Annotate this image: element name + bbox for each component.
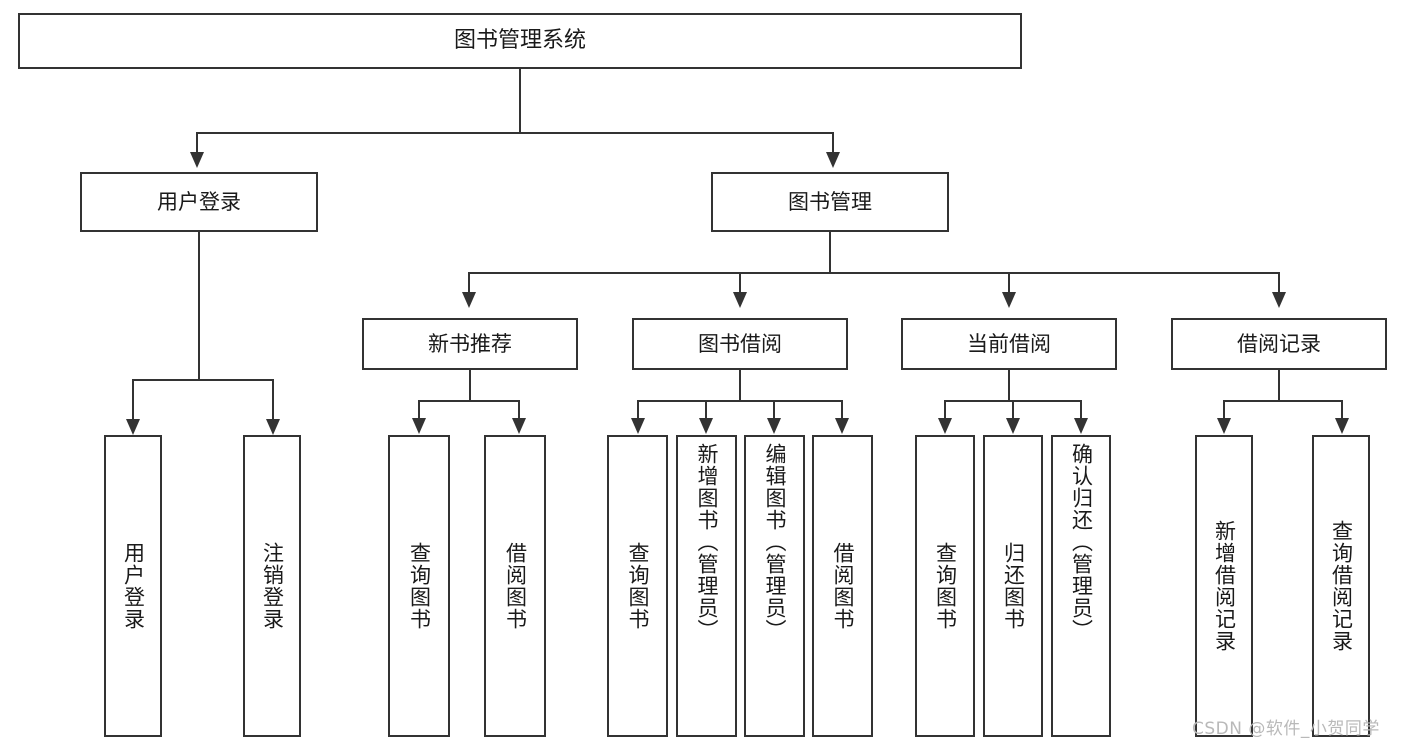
connector-current-borrow-stem: [1008, 370, 1010, 402]
arrowhead-user-login-to-leaf-2: [266, 419, 280, 435]
arrowhead-cb-to-leaf-2: [1006, 418, 1020, 434]
node-new-book-recommend[interactable]: 新书推荐: [362, 318, 578, 370]
connector-nb-to-leaf-2: [518, 400, 520, 420]
node-label: 新书推荐: [428, 331, 512, 356]
arrowhead-bb-to-leaf-1: [631, 418, 645, 434]
arrowhead-br-to-leaf-2: [1335, 418, 1349, 434]
node-book-management[interactable]: 图书管理: [711, 172, 949, 232]
node-label: 用户登录: [157, 189, 241, 214]
arrowhead-bm-to-new-book: [462, 292, 476, 308]
arrowhead-user-login-to-leaf-1: [126, 419, 140, 435]
leaf-label: 归还图书: [1001, 542, 1026, 630]
connector-root-stem: [519, 69, 521, 133]
leaf-book-borrow-query-book[interactable]: 查询图书: [607, 435, 668, 737]
arrowhead-root-to-user-login: [190, 152, 204, 168]
leaf-borrow-record-query-record[interactable]: 查询借阅记录: [1312, 435, 1370, 737]
node-label: 借阅记录: [1237, 331, 1321, 356]
connector-nb-to-leaf-1: [418, 400, 420, 420]
arrowhead-bm-to-current-borrow: [1002, 292, 1016, 308]
node-root-book-management-system[interactable]: 图书管理系统: [18, 13, 1022, 69]
connector-bm-to-new-book: [468, 272, 470, 294]
leaf-label: 查询图书: [407, 542, 432, 630]
leaf-label: 查询借阅记录: [1329, 520, 1354, 652]
leaf-label: 注销登录: [260, 542, 285, 630]
arrowhead-cb-to-leaf-1: [938, 418, 952, 434]
connector-cb-to-leaf-3: [1080, 400, 1082, 420]
leaf-label: 确认归还（管理员）: [1069, 443, 1094, 641]
connector-cb-to-leaf-1: [944, 400, 946, 420]
connector-book-management-bus: [468, 272, 1280, 274]
connector-bb-to-leaf-2: [705, 400, 707, 420]
node-label: 图书管理系统: [453, 28, 586, 54]
connector-user-login-stem: [198, 232, 200, 380]
connector-bm-to-borrow-record: [1278, 272, 1280, 294]
leaf-label: 新增借阅记录: [1212, 520, 1237, 652]
connector-br-to-leaf-2: [1341, 400, 1343, 420]
connector-bm-to-current-borrow: [1008, 272, 1010, 294]
leaf-label: 新增图书（管理员）: [695, 443, 719, 641]
leaf-book-borrow-add-book-admin[interactable]: 新增图书（管理员）: [676, 435, 737, 737]
leaf-user-login-logout[interactable]: 注销登录: [243, 435, 301, 737]
leaf-label: 查询图书: [933, 542, 958, 630]
connector-bb-to-leaf-1: [637, 400, 639, 420]
connector-borrow-record-bus: [1223, 400, 1342, 402]
arrowhead-nb-to-leaf-2: [512, 418, 526, 434]
leaf-book-borrow-edit-book-admin[interactable]: 编辑图书（管理员）: [744, 435, 805, 737]
leaf-current-borrow-confirm-return-admin[interactable]: 确认归还（管理员）: [1051, 435, 1111, 737]
arrowhead-br-to-leaf-1: [1217, 418, 1231, 434]
leaf-label: 借阅图书: [503, 542, 528, 630]
connector-user-login-to-leaf-1: [132, 379, 134, 421]
connector-book-management-stem: [829, 232, 831, 274]
leaf-borrow-record-add-record[interactable]: 新增借阅记录: [1195, 435, 1253, 737]
node-book-borrow[interactable]: 图书借阅: [632, 318, 848, 370]
arrowhead-cb-to-leaf-3: [1074, 418, 1088, 434]
leaf-current-borrow-return-book[interactable]: 归还图书: [983, 435, 1043, 737]
connector-root-bus: [196, 132, 834, 134]
node-borrow-record[interactable]: 借阅记录: [1171, 318, 1387, 370]
connector-cb-to-leaf-2: [1012, 400, 1014, 420]
connector-book-borrow-stem: [739, 370, 741, 402]
connector-bb-to-leaf-3: [773, 400, 775, 420]
leaf-label: 查询图书: [626, 542, 650, 630]
arrowhead-bm-to-borrow-record: [1272, 292, 1286, 308]
connector-borrow-record-stem: [1278, 370, 1280, 402]
leaf-label: 编辑图书（管理员）: [763, 443, 787, 641]
leaf-label: 用户登录: [121, 542, 146, 630]
arrowhead-root-to-book-management: [826, 152, 840, 168]
node-label: 图书管理: [788, 189, 872, 214]
connector-user-login-bus: [132, 379, 274, 381]
connector-new-book-stem: [469, 370, 471, 402]
leaf-user-login-login[interactable]: 用户登录: [104, 435, 162, 737]
connector-bm-to-book-borrow: [739, 272, 741, 294]
connector-book-borrow-bus: [637, 400, 842, 402]
connector-br-to-leaf-1: [1223, 400, 1225, 420]
node-label: 图书借阅: [698, 331, 782, 356]
leaf-current-borrow-query-book[interactable]: 查询图书: [915, 435, 975, 737]
arrowhead-bm-to-book-borrow: [733, 292, 747, 308]
arrowhead-bb-to-leaf-2: [699, 418, 713, 434]
connector-root-to-user-login: [196, 132, 198, 154]
arrowhead-bb-to-leaf-3: [767, 418, 781, 434]
leaf-new-book-borrow-book[interactable]: 借阅图书: [484, 435, 546, 737]
arrowhead-nb-to-leaf-1: [412, 418, 426, 434]
connector-root-to-book-management: [832, 132, 834, 154]
connector-user-login-to-leaf-2: [272, 379, 274, 421]
connector-new-book-bus: [418, 400, 520, 402]
leaf-label: 借阅图书: [831, 542, 855, 630]
node-user-login[interactable]: 用户登录: [80, 172, 318, 232]
node-label: 当前借阅: [967, 331, 1051, 356]
leaf-new-book-query-book[interactable]: 查询图书: [388, 435, 450, 737]
arrowhead-bb-to-leaf-4: [835, 418, 849, 434]
node-current-borrow[interactable]: 当前借阅: [901, 318, 1117, 370]
connector-bb-to-leaf-4: [841, 400, 843, 420]
leaf-book-borrow-borrow-book[interactable]: 借阅图书: [812, 435, 873, 737]
